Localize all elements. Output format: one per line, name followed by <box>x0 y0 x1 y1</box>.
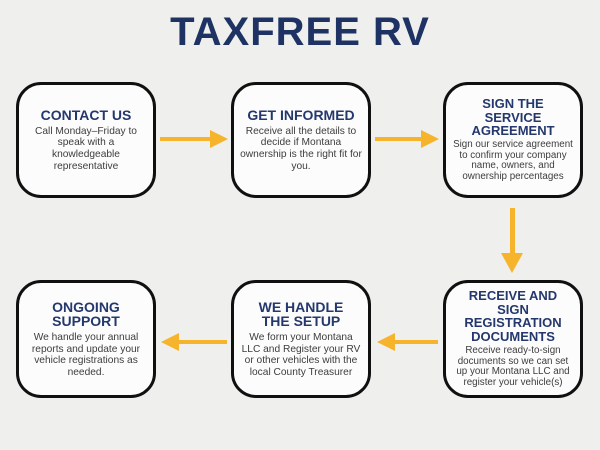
step-body: Call Monday–Friday to speak with a knowl… <box>35 125 137 172</box>
arrow-right-icon <box>375 130 439 148</box>
step-heading: ONGOING SUPPORT <box>52 298 120 330</box>
arrow-head <box>377 333 395 351</box>
step-body: Receive all the details to decide if Mon… <box>240 125 362 172</box>
step-heading: WE HANDLE THE SETUP <box>258 298 344 330</box>
arrow-down-icon <box>501 208 523 273</box>
arrow-left-icon <box>377 333 438 351</box>
page-title: TAXFREE RV <box>170 10 430 54</box>
step-heading: CONTACT US <box>40 106 132 123</box>
step-box-receive-sign-registration-documents: RECEIVE AND SIGN REGISTRATION DOCUMENTS … <box>443 280 583 398</box>
step-box-ongoing-support: ONGOING SUPPORT We handle your annual re… <box>16 280 156 398</box>
arrow-shaft <box>395 340 438 344</box>
step-body: Receive ready-to-sign documents so we ca… <box>456 344 570 389</box>
step-body: We handle your annual reports and update… <box>31 332 141 378</box>
arrow-head <box>501 253 523 273</box>
step-heading: RECEIVE AND SIGN REGISTRATION DOCUMENTS <box>464 288 562 345</box>
arrow-shaft <box>509 208 515 253</box>
arrow-head <box>421 130 439 148</box>
step-box-contact-us: CONTACT US Call Monday–Friday to speak w… <box>16 82 156 198</box>
step-body: We form your Montana LLC and Register yo… <box>241 332 361 378</box>
arrow-shaft <box>179 340 227 344</box>
arrow-shaft <box>375 137 421 141</box>
arrow-left-icon <box>161 333 227 351</box>
step-box-sign-service-agreement: SIGN THE SERVICE AGREEMENT Sign our serv… <box>443 82 583 198</box>
step-heading: GET INFORMED <box>247 106 355 123</box>
arrow-shaft <box>160 137 210 141</box>
arrow-head <box>210 130 228 148</box>
step-box-we-handle-the-setup: WE HANDLE THE SETUP We form your Montana… <box>231 280 371 398</box>
arrow-head <box>161 333 179 351</box>
step-body: Sign our service agreement to confirm yo… <box>453 138 573 183</box>
arrow-right-icon <box>160 130 228 148</box>
step-box-get-informed: GET INFORMED Receive all the details to … <box>231 82 371 198</box>
step-heading: SIGN THE SERVICE AGREEMENT <box>471 96 555 139</box>
